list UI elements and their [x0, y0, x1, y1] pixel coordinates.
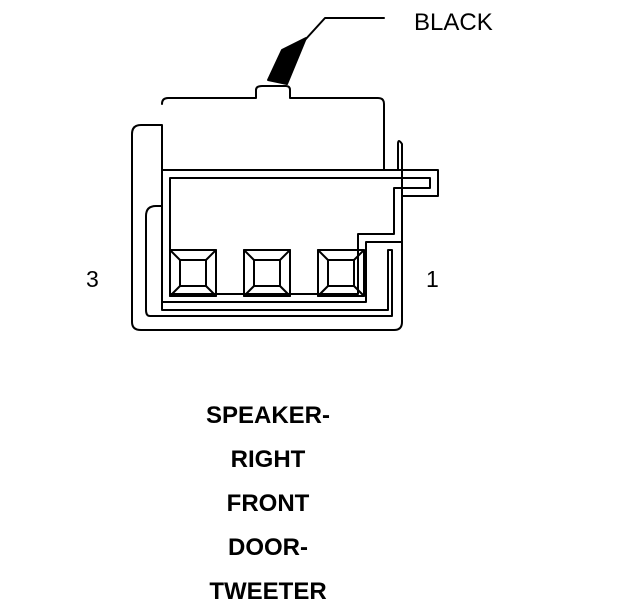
connector-title: SPEAKER- RIGHT FRONT DOOR- TWEETER [168, 394, 368, 614]
wire-color-leader [267, 17, 385, 85]
title-line: RIGHT [230, 446, 306, 473]
title-line: SPEAKER- [205, 402, 331, 429]
pin-label-right: 1 [426, 266, 439, 292]
title-line: FRONT [226, 490, 310, 517]
connector-shell-outer [131, 124, 403, 331]
title-line: TWEETER [209, 578, 327, 605]
connector-body-top [161, 85, 385, 171]
connector-diagram [131, 17, 439, 331]
connector-keyway-inner [169, 177, 431, 295]
wire-color-label: BLACK [414, 9, 493, 36]
pin-label-left: 3 [86, 266, 99, 292]
title-line: DOOR- [228, 534, 308, 561]
connector-keyway [161, 169, 439, 303]
terminal-cavities [169, 249, 365, 297]
connector-shell-inner [145, 205, 393, 317]
